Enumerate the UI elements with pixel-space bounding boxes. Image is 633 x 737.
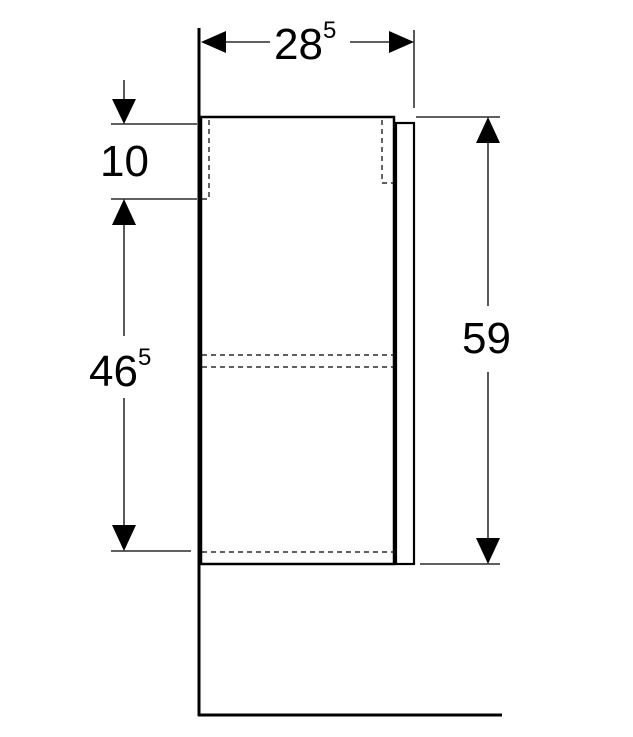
arrowhead-down — [476, 538, 500, 564]
width-dimension: 285 — [201, 17, 415, 108]
arrowhead-right — [389, 31, 414, 53]
top-offset-label: 10 — [100, 137, 149, 186]
total-height-dimension: 59 — [416, 116, 511, 565]
arrowhead-up — [112, 199, 136, 225]
arrowhead-down — [112, 525, 136, 551]
arrowhead-up — [476, 117, 500, 143]
hidden-lines — [200, 120, 394, 553]
width-label: 285 — [274, 17, 336, 69]
cabinet-body — [199, 115, 396, 566]
top-offset-dimension: 10 — [100, 80, 197, 186]
arrowhead-down — [112, 99, 136, 124]
lower-height-dimension: 465 — [89, 198, 197, 552]
lower-height-label: 465 — [89, 344, 151, 396]
arrowhead-left — [201, 31, 226, 53]
cabinet-door — [394, 121, 416, 566]
total-height-label: 59 — [462, 314, 511, 363]
